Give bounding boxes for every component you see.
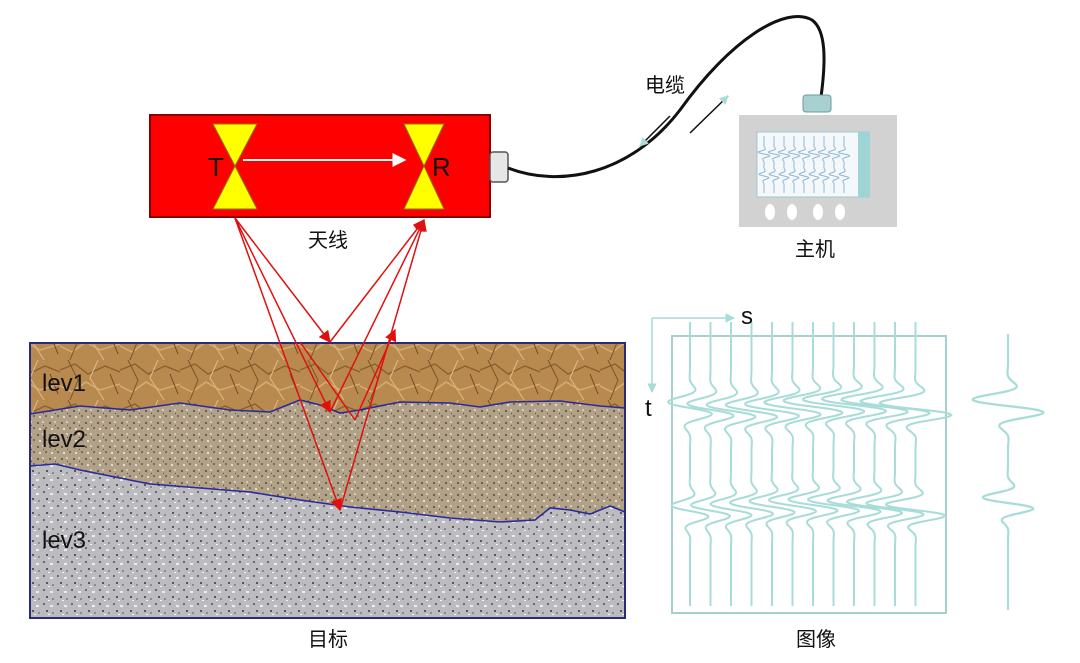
host-button	[835, 204, 845, 220]
cable-arrow-down	[639, 115, 671, 147]
axis-s-label: s	[741, 303, 753, 330]
host-top-connector	[802, 94, 832, 113]
ground-section: lev1 lev2 lev3	[29, 342, 626, 619]
host-screen-trace	[837, 136, 851, 193]
host-screen-trace	[757, 136, 771, 193]
host-screen-trace	[797, 136, 811, 193]
waveform-trace	[878, 322, 953, 606]
host-buttons	[765, 204, 845, 220]
transmitter-label: T	[208, 152, 224, 182]
receiver-element	[403, 123, 445, 210]
target-caption: 目标	[308, 627, 348, 651]
layer-lev2	[30, 400, 625, 522]
ray	[329, 218, 425, 413]
waveform-trace	[705, 322, 757, 606]
single-trace	[971, 334, 1045, 610]
waveform-trace	[840, 322, 909, 606]
host-screen-trace	[767, 136, 781, 193]
waveform-trace	[686, 322, 735, 606]
cable-arrow-up	[689, 95, 729, 134]
layer-lev1	[30, 343, 625, 414]
host-button	[813, 204, 823, 220]
cable	[507, 15, 826, 179]
radargram-traces	[666, 322, 953, 606]
host-caption: 主机	[795, 237, 835, 261]
image-caption: 图像	[796, 627, 836, 651]
ray	[354, 328, 397, 421]
host-screen-trace	[817, 136, 831, 193]
antenna: T R	[149, 114, 509, 218]
cable-caption: 电缆	[645, 73, 685, 97]
ray-paths	[234, 217, 427, 512]
boundary-lev2-lev3	[29, 463, 626, 523]
host-button	[765, 204, 775, 220]
ray	[329, 219, 425, 343]
waveform-trace	[820, 322, 888, 606]
boundary-lev1-lev2	[29, 399, 626, 415]
host-button	[787, 204, 797, 220]
layer-label-lev1: lev1	[42, 370, 86, 397]
host-screen-trace	[827, 136, 841, 193]
antenna-connector	[489, 151, 509, 183]
waveform-trace	[743, 322, 801, 606]
host-screen-waveforms	[757, 136, 851, 193]
radargram: s t	[645, 303, 1045, 614]
ground-frame	[29, 342, 626, 619]
waveform-trace	[801, 322, 866, 606]
ray	[299, 341, 356, 421]
waveform-trace	[859, 322, 931, 606]
host-screen-side-panel	[858, 132, 870, 197]
layer-label-lev2: lev2	[42, 426, 86, 453]
host-unit	[739, 94, 897, 227]
antenna-caption: 天线	[308, 228, 348, 252]
waveform-trace	[763, 322, 822, 606]
waveform-trace	[782, 322, 844, 606]
receiver-label: R	[432, 152, 451, 182]
waveform-trace	[724, 322, 779, 606]
ray	[234, 217, 342, 512]
host-screen-trace	[807, 136, 821, 193]
ray	[339, 218, 427, 511]
axis-t-label: t	[645, 395, 652, 422]
ray	[234, 217, 331, 343]
host-screen-trace	[777, 136, 791, 193]
radargram-frame	[671, 335, 947, 614]
host-screen	[756, 131, 870, 198]
transmitter-element	[212, 123, 258, 210]
ray	[234, 217, 331, 414]
layer-label-lev3: lev3	[42, 527, 86, 554]
host-screen-trace	[787, 136, 801, 193]
waveform-trace	[666, 322, 714, 606]
